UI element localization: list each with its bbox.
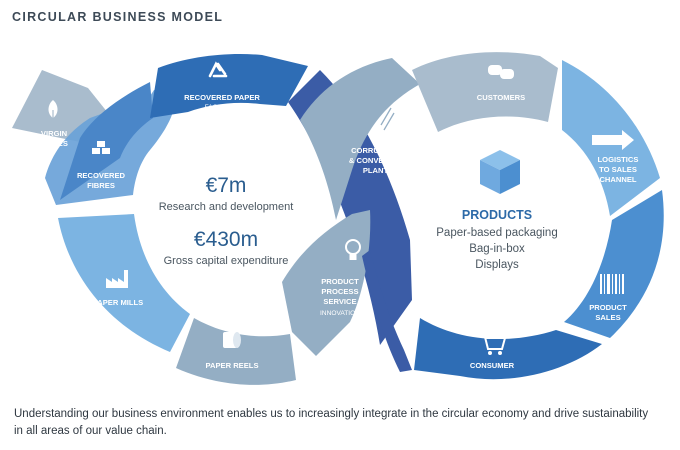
logistics-label-1: LOGISTICS: [598, 155, 639, 164]
product-item-2: Bag-in-box: [469, 243, 525, 255]
product-process-label-3: SERVICE: [323, 297, 356, 306]
capex-label: Gross capital expenditure: [164, 255, 289, 267]
virgin-fibres-label-1: VIRGIN: [41, 129, 67, 138]
virgin-fibres-label-2: FIBRES: [40, 139, 68, 148]
recovered-paper-label: RECOVERED PAPER: [184, 93, 260, 102]
shopping-cart-icon: [480, 332, 507, 355]
segment-product-process: [282, 210, 371, 356]
stacked-boxes-icon: [378, 107, 398, 136]
segment-consumer: [414, 318, 602, 380]
factory-icon: [106, 270, 128, 288]
recovered-fibres-label-1: RECOVERED: [77, 171, 126, 180]
logistics-label-2: TO SALES: [599, 165, 637, 174]
circular-business-model-diagram: VIRGIN FIBRES RECOVERED FIBRES RECOVERED…: [12, 52, 664, 385]
product-process-sublabel: INNOVATION: [320, 310, 360, 317]
products-heading: PRODUCTS: [462, 208, 532, 222]
barcode-icon: [600, 274, 624, 294]
page-title: CIRCULAR BUSINESS MODEL: [12, 10, 224, 24]
recovered-fibres-label-2: FIBRES: [87, 181, 115, 190]
capex-figure: €430m: [194, 228, 258, 251]
paper-reels-label: PAPER REELS: [205, 361, 258, 370]
product-item-1: Paper-based packaging: [436, 227, 557, 239]
paper-reel-icon: [223, 332, 241, 348]
recovered-paper-sublabel: FACILITIES: [205, 104, 240, 111]
product-sales-label-2: SALES: [595, 313, 620, 322]
speech-bubbles-icon: [488, 65, 514, 79]
product-process-label-1: PRODUCT: [321, 277, 359, 286]
product-process-label-2: PROCESS: [321, 287, 358, 296]
segment-customers: [412, 52, 558, 132]
caption: Understanding our business environment e…: [14, 408, 649, 437]
segment-left-arrow: [60, 82, 153, 200]
rd-label: Research and development: [159, 201, 294, 213]
paper-mills-label: PAPER MILLS: [93, 298, 144, 307]
recycle-icon: [208, 61, 228, 78]
corrugated-label-3: PLANTS: [363, 166, 393, 175]
segment-product-sales: [564, 190, 664, 338]
corrugated-label-2: & CONVERTING: [349, 156, 407, 165]
box-icon: [480, 150, 520, 194]
product-item-3: Displays: [475, 259, 519, 271]
lightbulb-icon: [345, 239, 361, 260]
corrugated-label-1: CORRUGATED: [351, 146, 405, 155]
customers-label: CUSTOMERS: [477, 93, 525, 102]
stacked-bales-icon: [92, 141, 110, 154]
band-navy-right: [362, 250, 412, 372]
truck-arrow-icon: [592, 130, 634, 150]
segment-paper-reels: [176, 318, 296, 385]
product-sales-label-1: PRODUCT: [589, 303, 627, 312]
logistics-label-3: CHANNEL: [599, 175, 636, 184]
segment-corrugated: [300, 58, 420, 220]
leaf-icon: [48, 100, 58, 121]
segment-recovered-paper: [150, 54, 308, 118]
consumer-label: CONSUMER: [470, 361, 515, 370]
rd-figure: €7m: [206, 174, 247, 197]
